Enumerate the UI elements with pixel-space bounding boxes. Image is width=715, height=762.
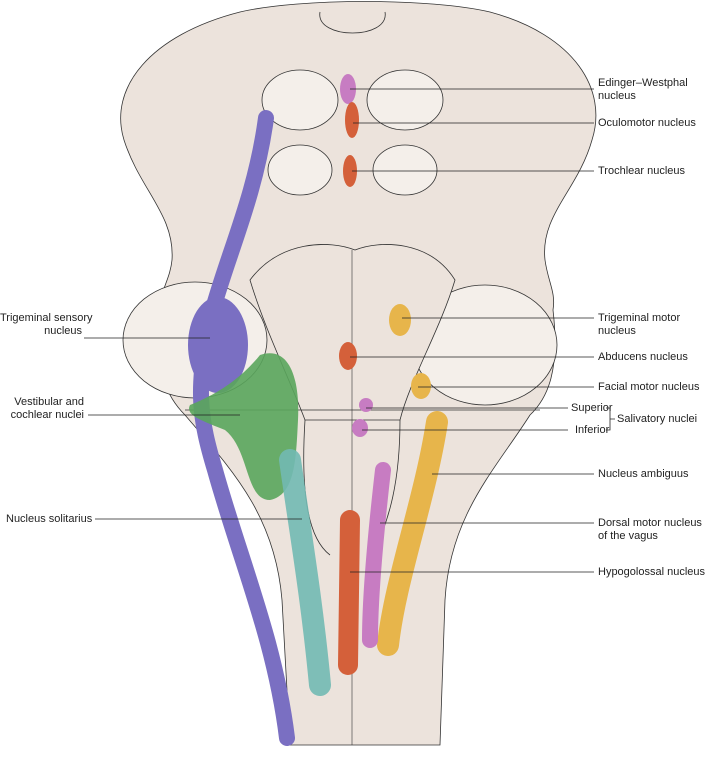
label-salivatory: Salivatory nuclei [617, 413, 698, 425]
dorsal-motor-nucleus-vagus [362, 462, 391, 648]
oculomotor-nucleus [345, 102, 359, 138]
nucleus-ambiguus [377, 411, 448, 656]
label-line: nucleus [598, 325, 636, 337]
nuclei [188, 74, 448, 746]
hypoglossal-nucleus [338, 510, 360, 675]
label-line: Vestibular and [14, 396, 84, 408]
leader-lines [84, 88, 615, 573]
label-oculomotor: Oculomotor nucleus [598, 117, 696, 129]
label-line: cochlear nuclei [10, 409, 84, 421]
label-line: nucleus [598, 90, 636, 102]
superior-colliculus-left [261, 69, 339, 131]
label-solitarius: Nucleus solitarius [6, 513, 93, 525]
label-line: Dorsal motor nucleus [598, 517, 702, 529]
label-line: Edinger–Westphal [598, 77, 688, 89]
label-line: nucleus [44, 325, 82, 337]
label-ambiguus: Nucleus ambiguus [598, 468, 689, 480]
inferior-colliculus-left [267, 144, 333, 196]
label-hypoglossal: Hypogolossal nucleus [598, 566, 706, 578]
inferior-colliculus-right [372, 144, 438, 196]
label-line: Trigeminal sensory [0, 312, 93, 324]
nucleus-solitarius [279, 449, 331, 696]
label-inferior: Inferior [575, 424, 610, 436]
label-abducens: Abducens nucleus [598, 351, 688, 363]
label-trochlear: Trochlear nucleus [598, 165, 686, 177]
trigeminal-sensory-bulge [188, 297, 248, 393]
label-superior: Superior [571, 402, 613, 414]
label-facial-motor: Facial motor nucleus [598, 381, 700, 393]
edinger-westphal-nucleus [340, 74, 356, 104]
vestibular-cochlear-nuclei [189, 353, 299, 500]
label-line: of the vagus [598, 530, 658, 542]
trochlear-nucleus [343, 155, 357, 187]
trigeminal-motor-nucleus [389, 304, 411, 336]
superior-salivatory-nucleus [359, 398, 373, 412]
label-line: Trigeminal motor [598, 312, 681, 324]
superior-colliculus-right [366, 69, 444, 131]
abducens-nucleus [339, 342, 357, 370]
inferior-salivatory-nucleus [352, 419, 368, 437]
facial-motor-nucleus [411, 373, 431, 399]
